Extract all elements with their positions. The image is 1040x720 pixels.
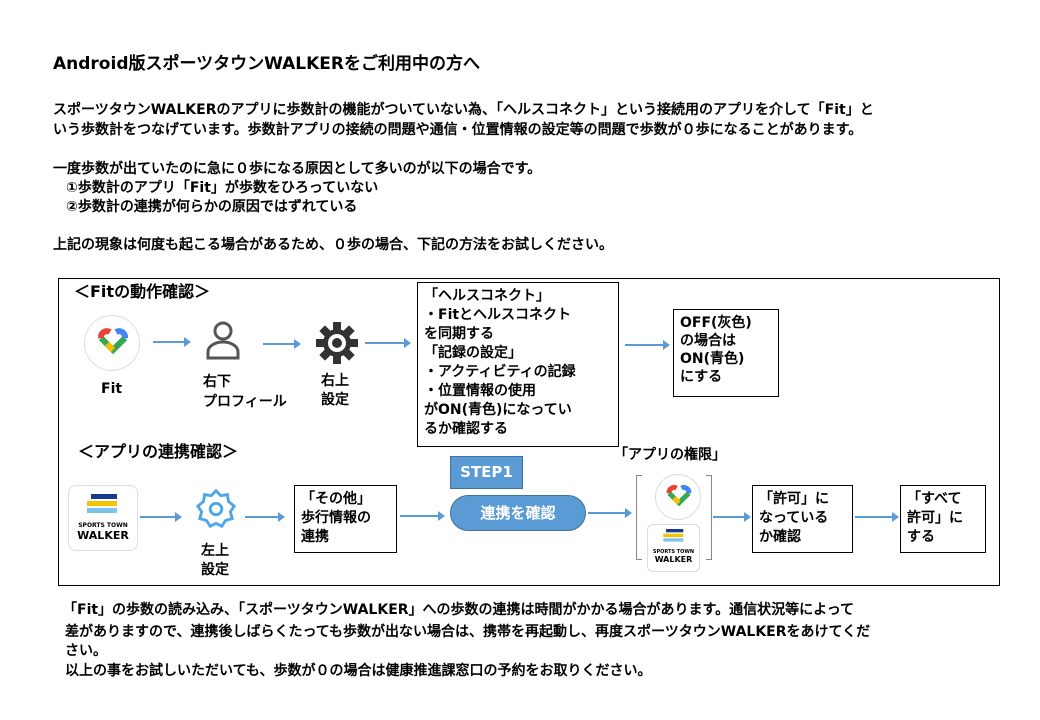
advice-text: 上記の現象は何度も起こる場合があるため、０歩の場合、下記の方法をお試しください。: [53, 237, 613, 253]
logo-text: SPORTS TOWN: [652, 549, 695, 555]
sports-town-walker-logo: SPORTS TOWN WALKER: [68, 485, 138, 551]
google-fit-icon: [84, 315, 140, 371]
box-line: OFF(灰色): [680, 315, 752, 331]
box-line: 「許可」に: [759, 491, 829, 507]
bracket-left: [636, 475, 642, 560]
settings-label: 右上: [321, 373, 349, 389]
box-line: ・アクティビティの記録: [424, 364, 576, 380]
profile-label: プロフィール: [203, 394, 287, 410]
box-line: 歩行情報の: [301, 510, 371, 526]
arrow: [855, 512, 899, 522]
step1-label: STEP1: [450, 456, 523, 489]
arrow: [365, 338, 411, 348]
arrow: [153, 337, 191, 347]
box-line: 許可」に: [907, 510, 963, 526]
box-line: るか確認する: [424, 421, 508, 437]
other-walking-info-box: 「その他」 歩行情報の 連携: [294, 485, 397, 553]
settings-gear-icon: [194, 487, 238, 535]
profile-label: 右下: [203, 374, 231, 390]
profile-icon: [204, 320, 242, 366]
arrow: [245, 512, 285, 522]
logo-text: WALKER: [77, 529, 129, 542]
intro-line: スポーツタウンWALKERのアプリに歩数計の機能がついていない為、「ヘルスコネク…: [53, 102, 874, 118]
footer-line: 以上の事をお試しいただいても、歩数が０の場合は健康推進課窓口の予約をお取りくださ…: [65, 663, 652, 679]
box-line: にする: [680, 369, 723, 385]
footer-line: 「Fit」の歩数の読み込み、「スポーツタウンWALKER」への歩数の連携は時間が…: [63, 602, 855, 618]
box-line: 「すべて: [907, 491, 962, 507]
box-line: 「記録の設定」: [424, 345, 522, 361]
box-line: ・位置情報の使用: [424, 383, 536, 399]
box-line: 「その他」: [301, 491, 371, 507]
off-to-on-box: OFF(灰色) の場合は ON(青色) にする: [673, 309, 779, 397]
box-line: がON(青色)になってい: [424, 402, 572, 418]
app-section-heading: ＜アプリの連携確認＞: [78, 442, 239, 461]
google-fit-icon: [655, 474, 701, 520]
settings-label: 設定: [321, 392, 349, 408]
footer-line: さい。: [65, 643, 107, 659]
box-line: 「ヘルスコネクト」: [424, 288, 550, 304]
box-line: する: [907, 529, 935, 545]
logo-text: WALKER: [654, 555, 693, 564]
cause-item: ②歩数計の連携が何らかの原因ではずれている: [66, 199, 358, 215]
arrow: [263, 339, 301, 349]
settings-label: 設定: [201, 562, 229, 578]
allowed-check-box: 「許可」に なっている か確認: [752, 485, 853, 553]
arrow: [400, 511, 445, 521]
logo-text: SPORTS TOWN: [78, 522, 128, 529]
box-line: ON(青色): [680, 351, 745, 367]
permissions-label: 「アプリの権限」: [614, 447, 726, 463]
sports-town-walker-logo: SPORTS TOWN WALKER: [647, 524, 700, 572]
box-line: なっている: [759, 510, 829, 526]
arrow: [625, 340, 670, 350]
instructions-frame: [58, 278, 1000, 586]
settings-label: 左上: [201, 543, 229, 559]
fit-section-heading: ＜Fitの動作確認＞: [74, 282, 211, 301]
footer-line: 差がありますので、連携後しばらくたっても歩数が出ない場合は、携帯を再起動し、再度…: [65, 624, 871, 640]
cause-heading: 一度歩数が出ていたのに急に０歩になる原因として多いのが以下の場合です。: [53, 161, 542, 177]
intro-line: いう歩数計をつなげています。歩数計アプリの接続の問題や通信・位置情報の設定等の問…: [53, 122, 863, 138]
gear-icon: [314, 320, 360, 370]
link-confirm-button[interactable]: 連携を確認: [450, 495, 586, 531]
cause-item: ①歩数計のアプリ「Fit」が歩数をひろっていない: [66, 180, 379, 196]
health-connect-check-box: 「ヘルスコネクト」 ・Fitとヘルスコネクト を同期する 「記録の設定」 ・アク…: [417, 282, 619, 447]
box-line: か確認: [759, 529, 801, 545]
bracket-right: [706, 475, 712, 560]
page-title: Android版スポーツタウンWALKERをご利用中の方へ: [53, 54, 481, 74]
arrow: [140, 512, 182, 522]
allow-all-box: 「すべて 許可」に する: [900, 485, 986, 553]
arrow: [588, 508, 632, 518]
box-line: の場合は: [680, 333, 736, 349]
arrow: [713, 512, 751, 522]
box-line: ・Fitとヘルスコネクト: [424, 307, 572, 323]
fit-label: Fit: [101, 381, 123, 397]
box-line: 連携: [301, 529, 329, 545]
box-line: を同期する: [424, 326, 494, 342]
